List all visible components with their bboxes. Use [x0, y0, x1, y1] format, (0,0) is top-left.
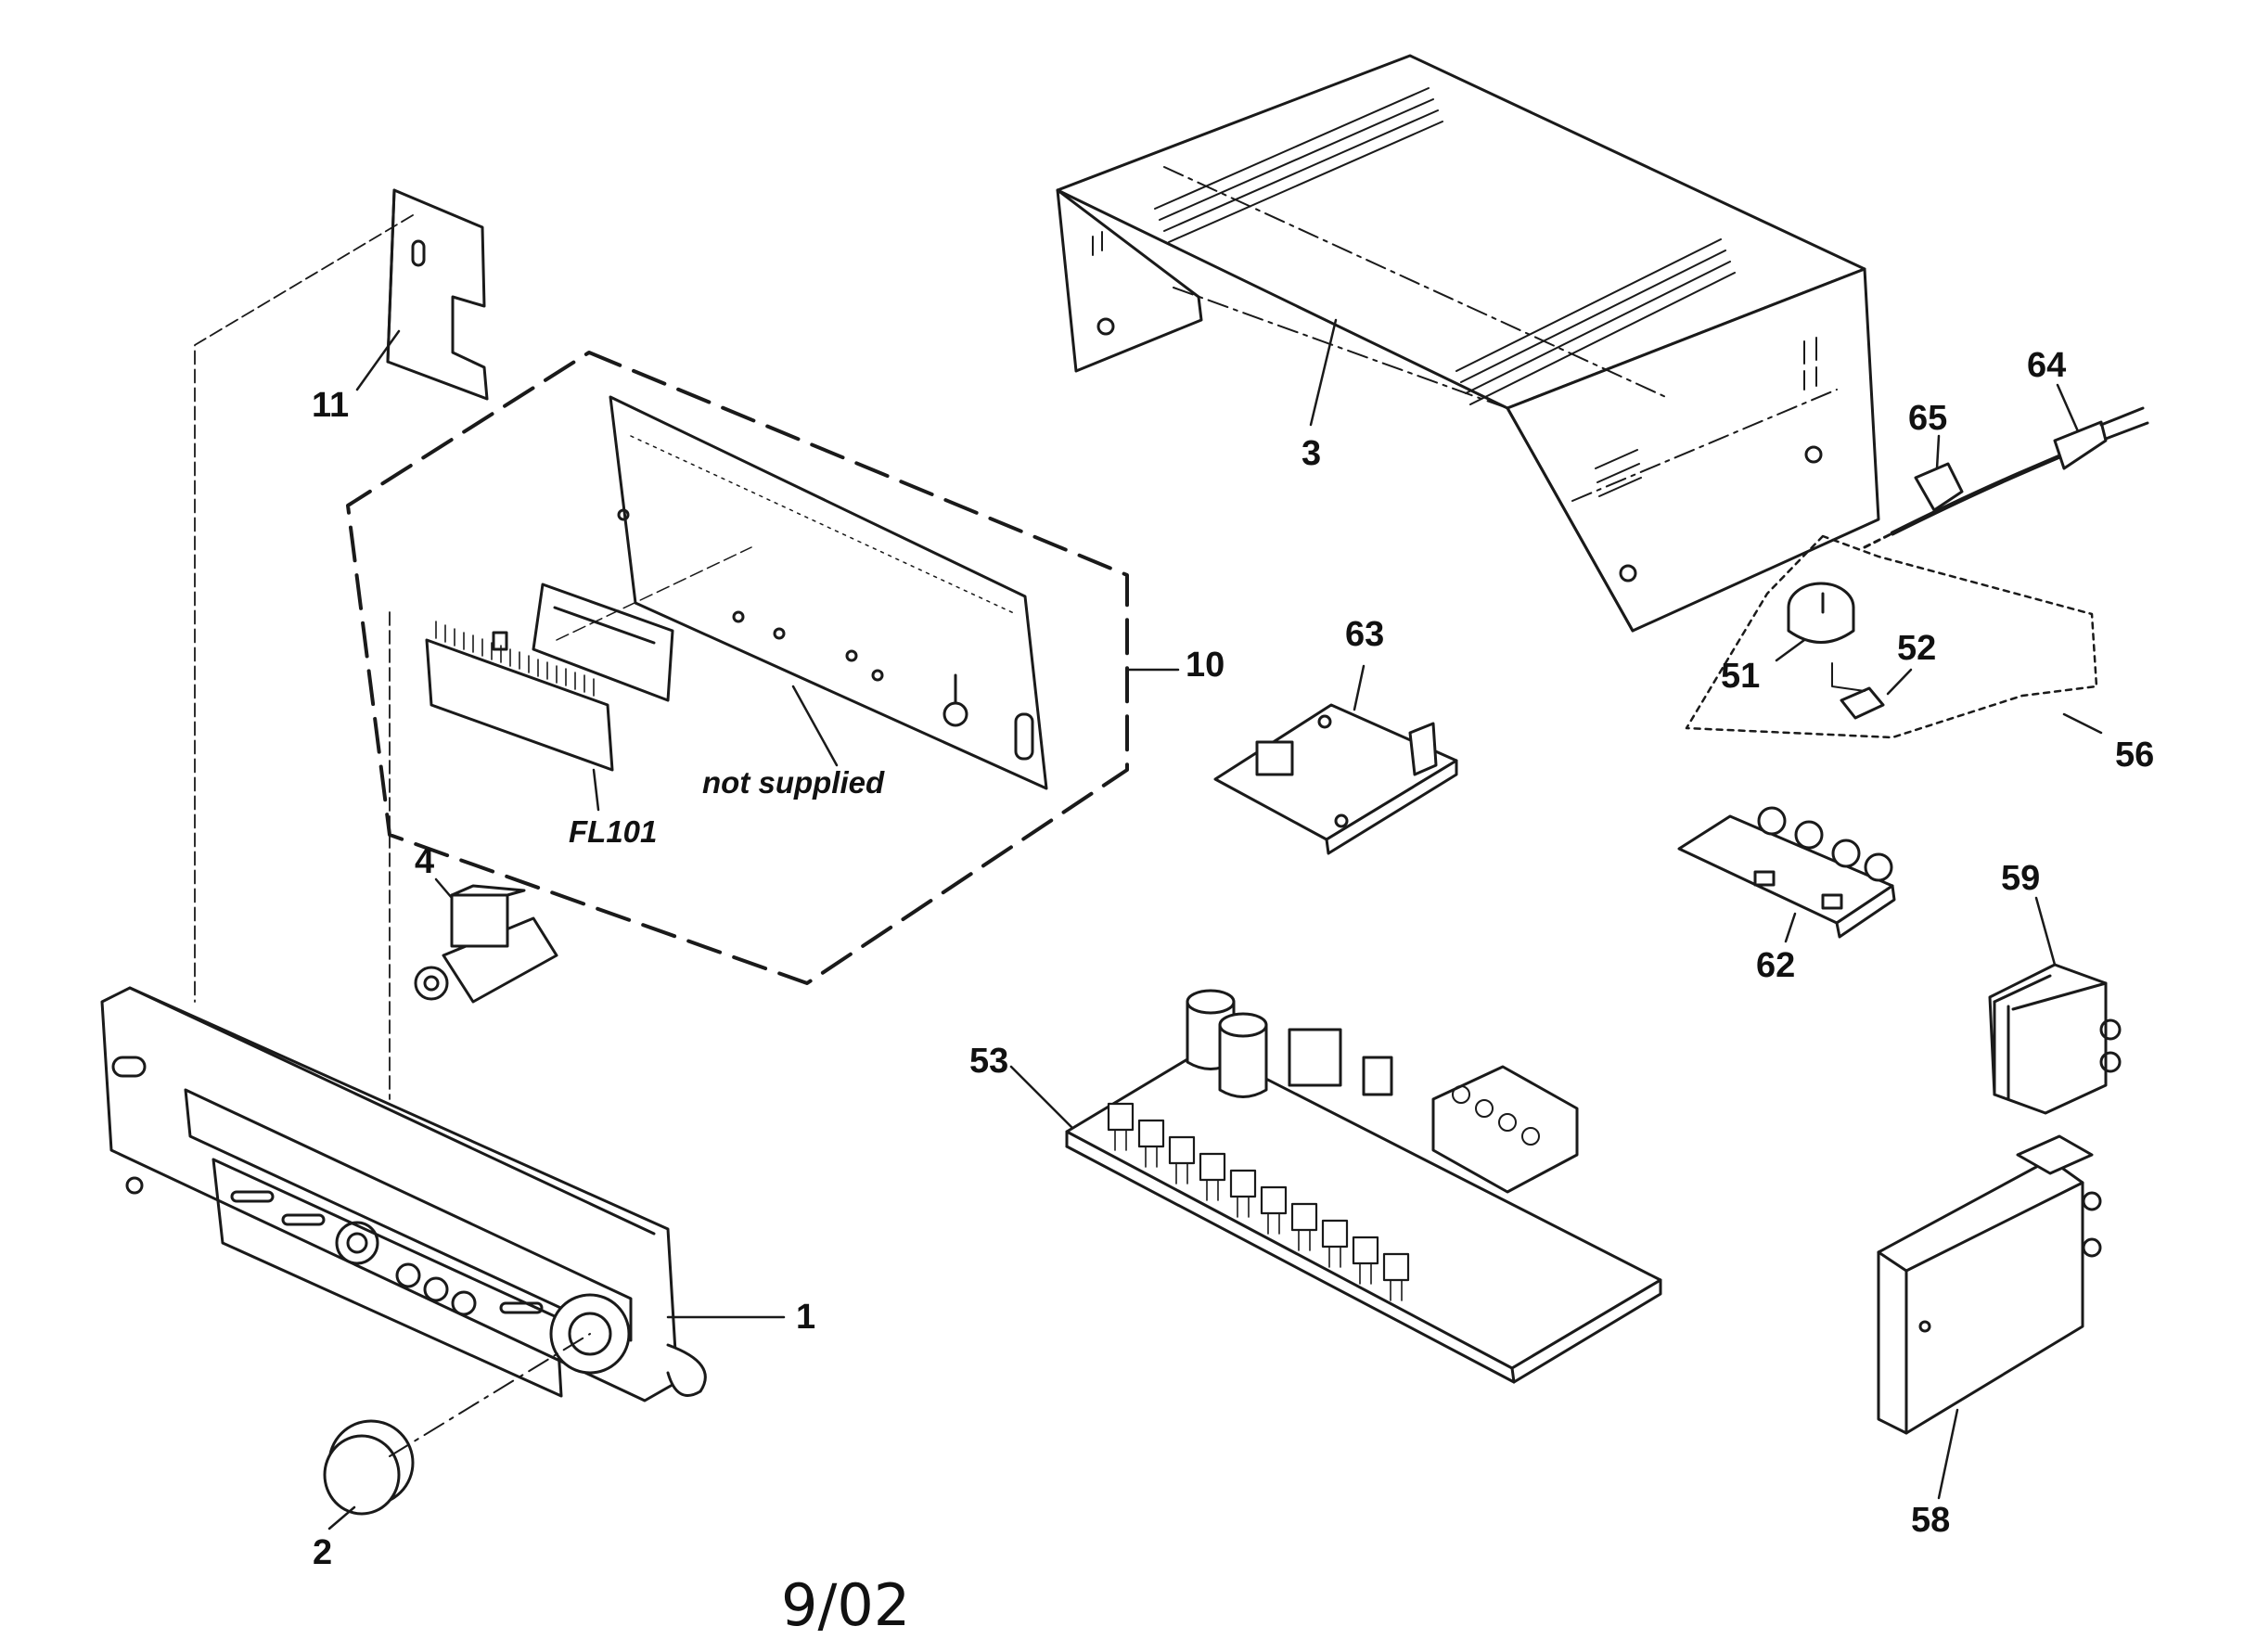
jack-board-4: [414, 877, 558, 1004]
callout-59: 59: [2001, 859, 2041, 898]
callout-52: 52: [1897, 629, 1937, 668]
callout-65: 65: [1908, 399, 1948, 438]
callout-1: 1: [796, 1298, 816, 1337]
top-cover: [1056, 54, 1880, 633]
fl101-display: [425, 546, 839, 812]
label-fl101: FL101: [569, 814, 658, 849]
callout-62: 62: [1756, 946, 1796, 985]
callout-4: 4: [415, 842, 435, 881]
callout-11: 11: [312, 386, 350, 425]
knob-2: [323, 1333, 591, 1530]
label-not-supplied: not supplied: [702, 765, 885, 800]
bracket-11: [355, 188, 489, 401]
callout-56: 56: [2115, 736, 2155, 775]
board-62: [1677, 806, 1896, 943]
callout-64: 64: [2027, 346, 2067, 385]
footer-date: 9/02: [781, 1571, 911, 1639]
callout-53: 53: [969, 1042, 1009, 1081]
callout-2: 2: [313, 1533, 333, 1572]
power-cord-64: [1863, 383, 2149, 549]
main-board-53: [1009, 989, 1662, 1384]
callout-51: 51: [1721, 657, 1761, 696]
board-63: [1213, 664, 1458, 855]
front-panel-1: [100, 986, 786, 1402]
callout-63: 63: [1345, 615, 1385, 654]
power-assembly-56: [1685, 534, 2103, 739]
display-assembly-box: [346, 351, 1129, 985]
callout-58: 58: [1911, 1501, 1951, 1540]
callout-3: 3: [1302, 434, 1322, 473]
display-pcb: [609, 395, 1048, 790]
board-58: [1877, 1134, 2102, 1500]
callout-10: 10: [1186, 646, 1225, 685]
module-59: [1988, 896, 2122, 1115]
